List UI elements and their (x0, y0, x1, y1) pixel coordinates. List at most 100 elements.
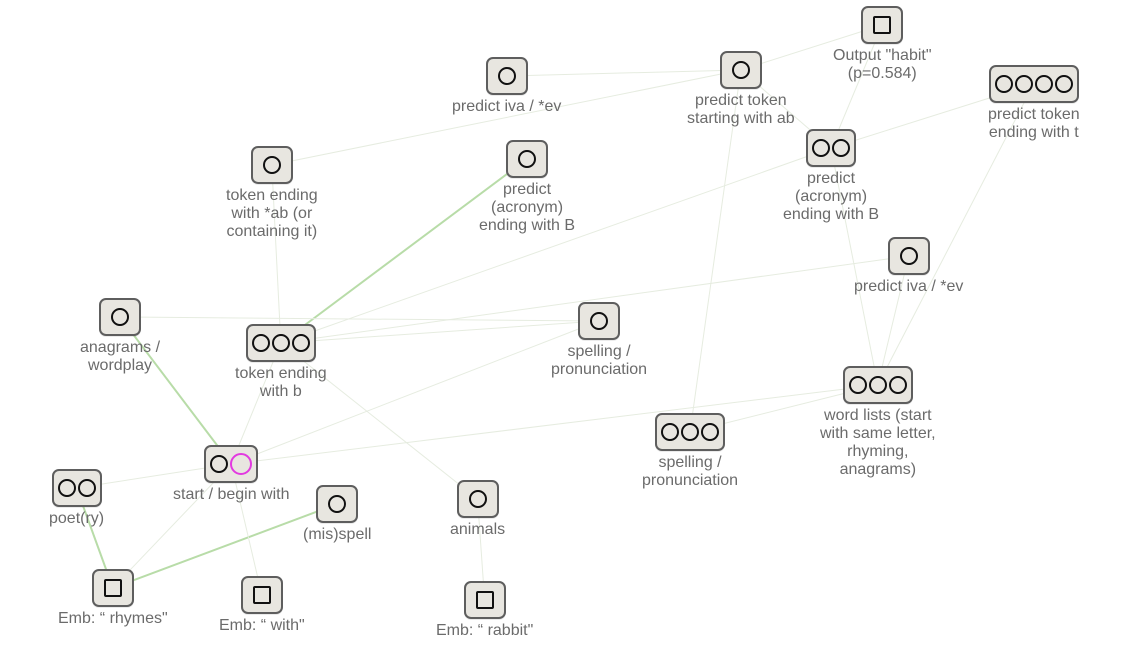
node-emb-rhymes[interactable]: Emb: “ rhymes" (58, 569, 168, 628)
node-box[interactable] (842, 366, 913, 404)
feature-circle-icon (832, 139, 851, 157)
edge-animals-to-token-ending-b (280, 342, 478, 500)
node-predict-token-ab[interactable]: predict token starting with ab (687, 51, 795, 128)
node-box[interactable] (99, 298, 142, 336)
feature-circle-icon (899, 247, 918, 265)
node-predict-iva-right[interactable]: predict iva / *ev (854, 237, 963, 296)
feature-circle-icon (497, 67, 516, 85)
edge-token-ending-b-to-spelling-1 (280, 320, 600, 344)
node-box[interactable] (250, 146, 293, 184)
edge-predict-token-t-to-word-lists (877, 83, 1035, 386)
node-label: Output "habit" (p=0.584) (833, 47, 932, 82)
feature-circle-icon (210, 455, 229, 473)
feature-circle-icon (57, 479, 76, 497)
node-box[interactable] (316, 485, 359, 523)
node-box[interactable] (245, 324, 316, 362)
node-predict-iva-top[interactable]: predict iva / *ev (452, 57, 561, 116)
node-box[interactable] (988, 65, 1079, 103)
node-label: spelling / pronunciation (551, 343, 648, 378)
feature-circle-icon (77, 479, 96, 497)
feature-circle-icon (994, 75, 1013, 93)
node-label: word lists (start with same letter, rhym… (820, 407, 936, 478)
edge-token-ending-ab-to-predict-token-ab (271, 69, 741, 166)
node-start-begin[interactable]: start / begin with (173, 445, 290, 504)
feature-circle-icon (271, 334, 290, 352)
node-anagrams[interactable]: anagrams / wordplay (80, 298, 160, 375)
feature-circle-icon (681, 423, 700, 441)
node-word-lists[interactable]: word lists (start with same letter, rhym… (820, 366, 936, 479)
node-box[interactable] (91, 569, 134, 607)
edge-emb-with-to-start-begin (230, 463, 263, 596)
embedding-square-icon (475, 591, 494, 609)
node-label: predict (acronym) ending with B (479, 181, 576, 234)
node-emb-rabbit[interactable]: Emb: “ rabbit" (436, 581, 533, 640)
edge-start-begin-to-spelling-1 (231, 320, 600, 465)
node-box[interactable] (887, 237, 930, 275)
feature-circle-icon (328, 495, 347, 513)
feature-circle-icon (291, 334, 310, 352)
edge-anagrams-to-start-begin (119, 316, 233, 465)
embedding-square-icon (103, 579, 122, 597)
edge-anagrams-to-spelling-1 (120, 316, 600, 322)
edge-emb-rhymes-to-start-begin (112, 463, 232, 589)
node-token-ending-b[interactable]: token ending with b (235, 324, 327, 401)
node-label: predict token starting with ab (687, 92, 795, 127)
node-label: token ending with *ab (or containing it) (226, 187, 318, 240)
node-box[interactable] (655, 413, 726, 451)
feature-circle-icon (661, 423, 680, 441)
node-box[interactable] (240, 576, 283, 614)
node-predict-acronym-b-2[interactable]: predict (acronym) ending with B (783, 129, 879, 224)
node-box[interactable] (51, 469, 102, 507)
node-spelling-2[interactable]: spelling / pronunciation (642, 413, 738, 490)
node-label: start / begin with (173, 486, 290, 503)
node-box[interactable] (806, 129, 857, 167)
node-label: (mis)spell (303, 526, 372, 543)
node-predict-token-t[interactable]: predict token ending with t (988, 65, 1080, 142)
feature-circle-icon (701, 423, 720, 441)
edge-predict-acronym-b-2-to-output-habit (830, 24, 883, 149)
feature-circle-icon (1014, 75, 1033, 93)
node-misspell[interactable]: (mis)spell (303, 485, 371, 544)
node-token-ending-ab[interactable]: token ending with *ab (or containing it) (226, 146, 318, 241)
edge-predict-token-ab-to-output-habit (740, 24, 883, 71)
node-spelling-1[interactable]: spelling / pronunciation (551, 302, 647, 379)
feature-circle-icon (111, 308, 130, 326)
edge-emb-rhymes-to-misspell (112, 503, 338, 589)
edge-word-lists-to-predict-acronym-b-2 (830, 147, 879, 386)
node-label: poet(ry) (49, 510, 105, 527)
node-label: predict (acronym) ending with B (783, 170, 880, 223)
feature-circle-icon (1034, 75, 1053, 93)
feature-circle-icon (1054, 75, 1073, 93)
node-emb-with[interactable]: Emb: “ with" (219, 576, 305, 635)
node-box[interactable] (861, 6, 904, 44)
node-label: predict token ending with t (988, 106, 1080, 141)
node-label: Emb: “ with" (219, 617, 305, 634)
embedding-square-icon (252, 586, 271, 604)
feature-circle-icon (262, 156, 281, 174)
feature-circle-icon (468, 490, 487, 508)
node-output-habit[interactable]: Output "habit" (p=0.584) (833, 6, 932, 83)
node-label: spelling / pronunciation (642, 454, 739, 489)
feature-circle-icon (731, 61, 750, 79)
edge-word-lists-to-predict-iva-right (877, 255, 910, 386)
edge-start-begin-to-word-lists (231, 384, 878, 465)
node-box[interactable] (485, 57, 528, 95)
feature-circle-icon (812, 139, 831, 157)
feature-circle-icon (848, 376, 867, 394)
node-box[interactable] (463, 581, 506, 619)
node-box[interactable] (578, 302, 621, 340)
node-box[interactable] (719, 51, 762, 89)
node-box[interactable] (204, 445, 259, 483)
node-poetry[interactable]: poet(ry) (49, 469, 104, 528)
feature-circle-icon (590, 312, 609, 330)
node-animals[interactable]: animals (450, 480, 505, 539)
node-box[interactable] (506, 140, 549, 178)
edge-token-ending-b-to-predict-acronym-b-2 (280, 147, 832, 344)
node-label: Emb: “ rabbit" (436, 622, 534, 639)
node-label: anagrams / wordplay (80, 339, 161, 374)
node-box[interactable] (456, 480, 499, 518)
node-label: predict iva / *ev (854, 278, 964, 295)
feature-circle-icon (518, 150, 537, 168)
node-predict-acronym-b-1[interactable]: predict (acronym) ending with B (479, 140, 575, 235)
edge-token-ending-b-to-predict-acronym-b-1 (280, 158, 528, 344)
